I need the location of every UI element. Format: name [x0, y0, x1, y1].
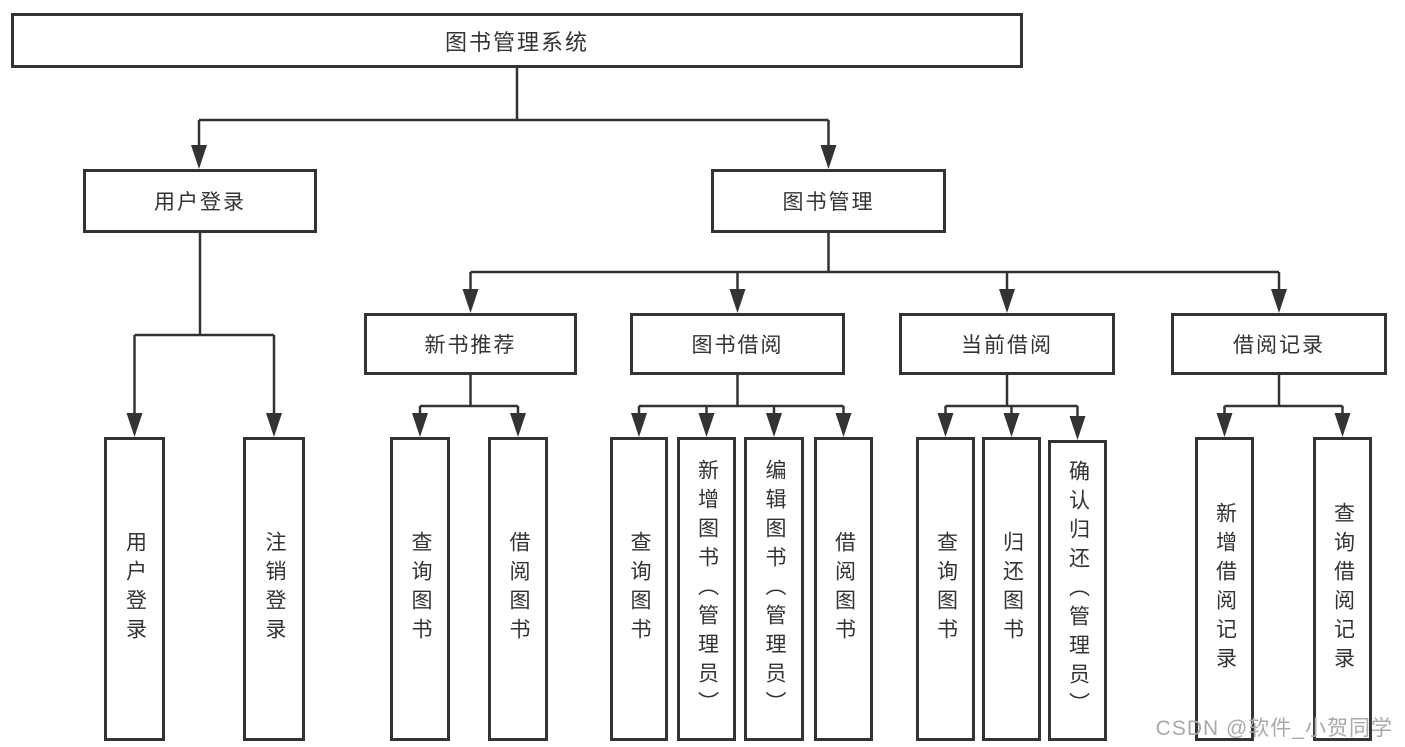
leaf-borrow-add-book-admin: 新增图书（管理员）	[677, 437, 736, 741]
leaf-current-confirm-return-admin: 确认归还（管理员）	[1048, 440, 1107, 741]
node-user-login: 用户登录	[83, 169, 317, 233]
node-library-management-system: 图书管理系统	[11, 13, 1023, 68]
node-new-book-recommendation: 新书推荐	[364, 313, 577, 375]
leaf-borrow-borrow-book: 借阅图书	[814, 437, 873, 741]
leaf-current-query-book: 查询图书	[916, 437, 975, 741]
leaf-record-add-borrow-record: 新增借阅记录	[1195, 437, 1254, 741]
node-borrowing-records: 借阅记录	[1171, 313, 1387, 375]
node-book-borrowing: 图书借阅	[630, 313, 845, 375]
leaf-recommend-borrow-book: 借阅图书	[488, 437, 548, 741]
leaf-logout: 注销登录	[243, 437, 305, 741]
leaf-recommend-query-book: 查询图书	[390, 437, 450, 741]
leaf-user-login: 用户登录	[104, 437, 165, 741]
leaf-record-query-borrow-record: 查询借阅记录	[1313, 437, 1372, 741]
leaf-current-return-book: 归还图书	[982, 437, 1041, 741]
leaf-borrow-edit-book-admin: 编辑图书（管理员）	[744, 437, 804, 741]
arrowheads	[126, 145, 1351, 440]
tree-edges	[133, 68, 1344, 420]
leaf-borrow-query-book: 查询图书	[610, 437, 668, 741]
node-book-management: 图书管理	[711, 169, 946, 233]
watermark: CSDN @软件_小贺同学	[1155, 717, 1393, 740]
node-current-borrowing: 当前借阅	[899, 313, 1115, 375]
